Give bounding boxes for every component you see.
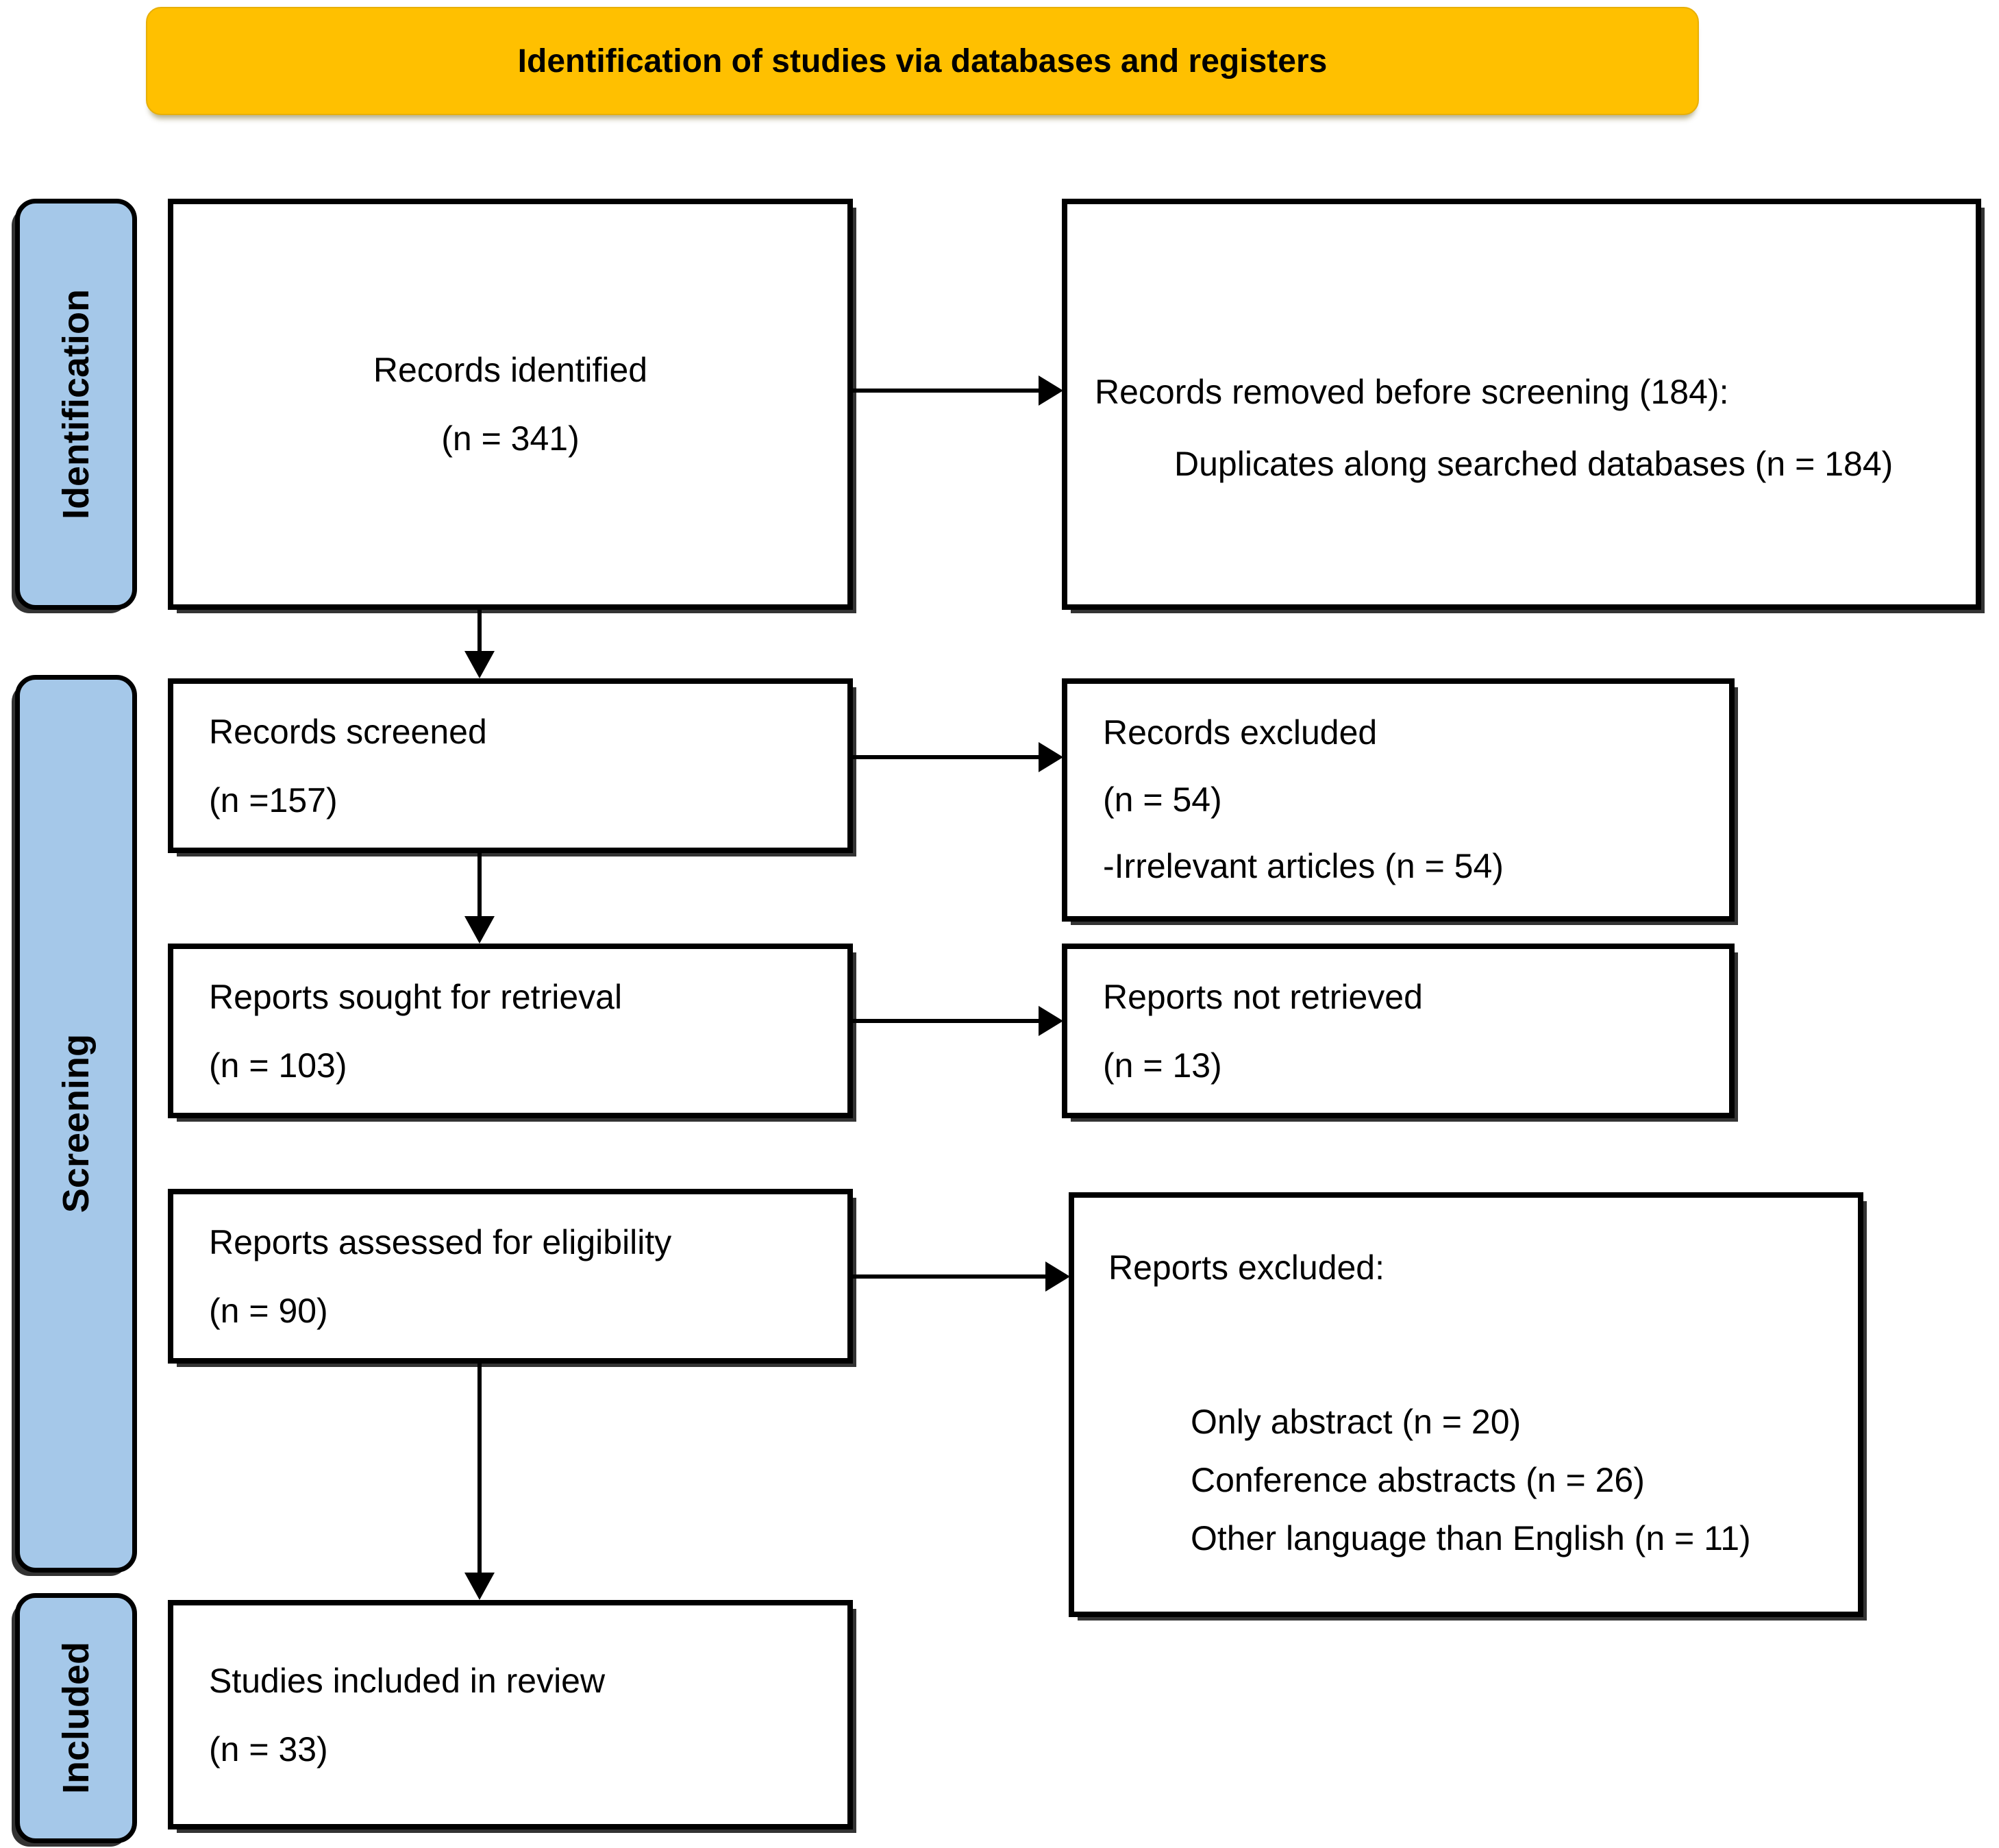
box-reports-sought-line2: (n = 103) xyxy=(209,1046,347,1085)
box-reports-assessed-line1: Reports assessed for eligibility xyxy=(209,1222,672,1261)
stage-label-included: Included xyxy=(15,1593,137,1843)
box-reports-not-retrieved-line1: Reports not retrieved xyxy=(1103,977,1423,1016)
box-records-excluded-line3: -Irrelevant articles (n = 54) xyxy=(1103,847,1504,886)
box-records-excluded-line2: (n = 54) xyxy=(1103,780,1222,819)
box-records-screened-line1: Records screened xyxy=(209,712,487,751)
stage-included-text: Included xyxy=(55,1642,97,1795)
box-records-screened: Records screened (n =157) xyxy=(168,678,853,853)
box-records-removed-line2: Duplicates along searched databases (n =… xyxy=(1174,445,1894,483)
box-reports-excluded-item2: Conference abstracts (n = 26) xyxy=(1191,1461,1645,1499)
box-reports-excluded: Reports excluded: Only abstract (n = 20)… xyxy=(1069,1192,1863,1617)
box-reports-excluded-item1: Only abstract (n = 20) xyxy=(1191,1403,1522,1441)
box-studies-included-line2: (n = 33) xyxy=(209,1729,328,1769)
box-records-excluded: Records excluded (n = 54) -Irrelevant ar… xyxy=(1062,678,1735,922)
box-reports-assessed: Reports assessed for eligibility (n = 90… xyxy=(168,1189,853,1364)
box-reports-excluded-item3: Other language than English (n = 11) xyxy=(1191,1519,1751,1557)
box-records-screened-line2: (n =157) xyxy=(209,780,338,820)
box-records-identified-line2: (n = 341) xyxy=(441,419,580,458)
stage-label-screening: Screening xyxy=(15,675,137,1573)
box-reports-not-retrieved: Reports not retrieved (n = 13) xyxy=(1062,944,1735,1118)
box-records-removed-line1: Records removed before screening (184): xyxy=(1095,373,1729,411)
box-records-excluded-line1: Records excluded xyxy=(1103,713,1378,752)
stage-label-identification: Identification xyxy=(15,199,137,610)
box-studies-included-line1: Studies included in review xyxy=(209,1661,606,1700)
box-records-removed: Records removed before screening (184): … xyxy=(1062,199,1981,610)
box-studies-included: Studies included in review (n = 33) xyxy=(168,1600,853,1829)
box-reports-not-retrieved-line2: (n = 13) xyxy=(1103,1046,1222,1085)
box-reports-excluded-heading: Reports excluded: xyxy=(1108,1248,1385,1287)
box-reports-assessed-line2: (n = 90) xyxy=(209,1291,328,1330)
title-banner: Identification of studies via databases … xyxy=(146,7,1699,115)
box-records-identified-line1: Records identified xyxy=(373,351,648,389)
stage-screening-text: Screening xyxy=(55,1034,97,1213)
box-reports-excluded-items: Only abstract (n = 20) Conference abstra… xyxy=(1108,1393,1751,1568)
title-text: Identification of studies via databases … xyxy=(517,42,1328,79)
box-records-identified: Records identified (n = 341) xyxy=(168,199,853,610)
stage-identification-text: Identification xyxy=(55,289,97,519)
box-reports-sought-line1: Reports sought for retrieval xyxy=(209,977,623,1016)
box-reports-sought: Reports sought for retrieval (n = 103) xyxy=(168,944,853,1118)
